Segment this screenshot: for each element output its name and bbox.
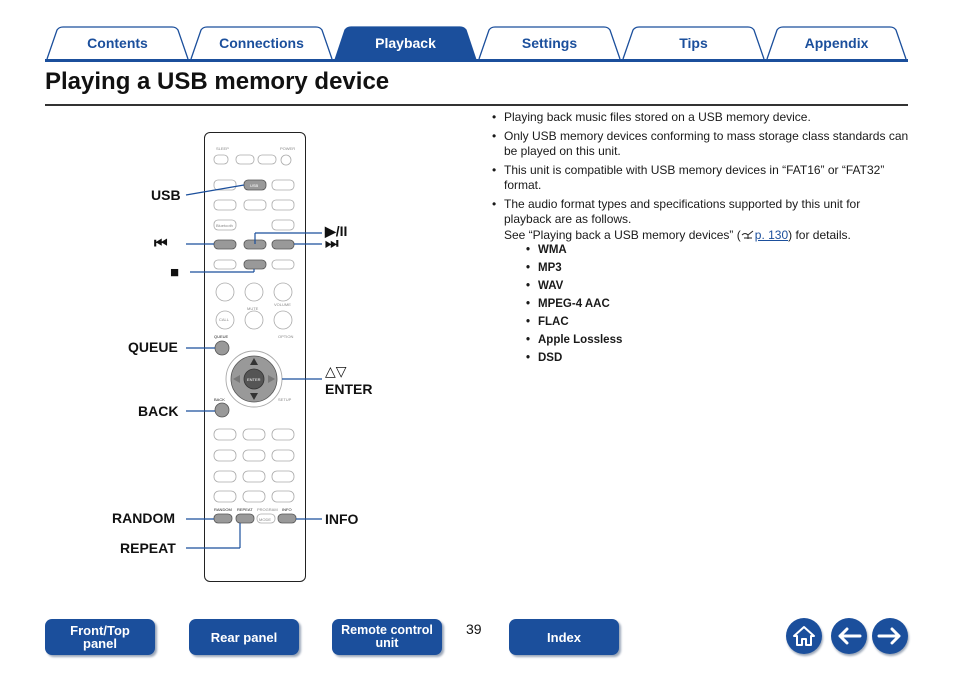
back-arrow-icon bbox=[838, 627, 862, 645]
remote-back-label: BACK bbox=[214, 397, 225, 402]
callout-usb: USB bbox=[151, 187, 181, 203]
tab-contents[interactable]: Contents bbox=[45, 26, 190, 60]
remote-random-label: RANDOM bbox=[214, 507, 232, 512]
remote-queue-label: QUEUE bbox=[214, 334, 229, 339]
rear-panel-label: Rear panel bbox=[210, 629, 278, 645]
tab-underline bbox=[45, 59, 908, 62]
page-reference-icon bbox=[741, 230, 754, 239]
remote-power-label: POWER bbox=[280, 146, 295, 151]
previous-page-button[interactable] bbox=[831, 618, 867, 654]
tab-tips[interactable]: Tips bbox=[621, 26, 766, 60]
callout-prev: ⏮ bbox=[154, 235, 168, 252]
front-top-panel-label: Front/Top panel bbox=[70, 623, 130, 651]
remote-program-label: PROGRAM bbox=[257, 507, 278, 512]
tab-appendix[interactable]: Appendix bbox=[765, 26, 908, 60]
tab-settings-label: Settings bbox=[521, 34, 578, 51]
title-divider bbox=[45, 104, 908, 106]
formats-intro: The audio format types and specification… bbox=[504, 196, 861, 227]
callout-enter: ENTER bbox=[325, 381, 373, 397]
remote-setup-label: SETUP bbox=[278, 397, 292, 402]
bullet-item: Playing back music files stored on a USB… bbox=[490, 110, 910, 126]
remote-enter-text: ENTER bbox=[247, 377, 261, 382]
callout-cursor: △▽ bbox=[325, 363, 347, 379]
callout-play-pause: ▶/II bbox=[325, 223, 348, 239]
content-column: Playing back music files stored on a USB… bbox=[490, 110, 910, 370]
remote-usb-text: USB bbox=[250, 183, 259, 188]
tab-playback-label: Playback bbox=[375, 34, 436, 51]
format-list: WMA MP3 WAV MPEG-4 AAC FLAC Apple Lossle… bbox=[504, 243, 910, 367]
remote-info-label: INFO bbox=[282, 507, 292, 512]
format-item: DSD bbox=[504, 351, 910, 367]
tab-playback[interactable]: Playback bbox=[333, 26, 478, 60]
rear-panel-button[interactable]: Rear panel bbox=[189, 619, 299, 655]
format-item: MPEG-4 AAC bbox=[504, 297, 910, 313]
page-number: 39 bbox=[466, 621, 482, 637]
callout-stop: ■ bbox=[170, 264, 180, 281]
callout-back: BACK bbox=[138, 403, 179, 419]
see-reference-post: ) for details. bbox=[788, 227, 851, 242]
forward-arrow-icon bbox=[877, 627, 901, 645]
format-item: WAV bbox=[504, 279, 910, 295]
remote-control-unit-button[interactable]: Remote control unit bbox=[332, 619, 442, 655]
callout-info: INFO bbox=[325, 511, 359, 527]
remote-drawing: SLEEP POWER USB Bluetooth bbox=[185, 146, 322, 549]
next-page-button[interactable] bbox=[872, 618, 908, 654]
callout-queue: QUEUE bbox=[128, 339, 178, 355]
bullet-item: This unit is compatible with USB memory … bbox=[490, 163, 910, 194]
bullet-item: Only USB memory devices conforming to ma… bbox=[490, 129, 910, 160]
remote-volume-label: VOLUME bbox=[274, 302, 291, 307]
remote-mode-label: MODE bbox=[259, 517, 271, 522]
remote-mute-label: MUTE bbox=[247, 306, 259, 311]
tab-tips-label: Tips bbox=[679, 34, 708, 51]
tab-connections-label: Connections bbox=[219, 34, 304, 51]
remote-sleep-label: SLEEP bbox=[216, 146, 229, 151]
tab-contents-label: Contents bbox=[87, 34, 148, 51]
front-top-panel-button[interactable]: Front/Top panel bbox=[45, 619, 155, 655]
format-item: MP3 bbox=[504, 261, 910, 277]
index-button[interactable]: Index bbox=[509, 619, 619, 655]
tab-connections[interactable]: Connections bbox=[189, 26, 334, 60]
page-title: Playing a USB memory device bbox=[45, 68, 390, 95]
bullet-list: Playing back music files stored on a USB… bbox=[490, 110, 910, 367]
remote-repeat-label: REPEAT bbox=[237, 507, 253, 512]
index-label: Index bbox=[547, 629, 581, 645]
home-icon bbox=[793, 626, 815, 646]
remote-option-label: OPTION bbox=[278, 334, 293, 339]
bullet-item-formats: The audio format types and specification… bbox=[490, 197, 910, 367]
format-item: WMA bbox=[504, 243, 910, 259]
format-item: FLAC bbox=[504, 315, 910, 331]
remote-bluetooth-label: Bluetooth bbox=[216, 223, 233, 228]
tab-settings[interactable]: Settings bbox=[477, 26, 622, 60]
callout-repeat: REPEAT bbox=[120, 540, 176, 556]
callout-random: RANDOM bbox=[112, 510, 175, 526]
callout-next: ⏭ bbox=[325, 235, 339, 252]
home-button[interactable] bbox=[786, 618, 822, 654]
remote-control-illustration: SLEEP POWER USB Bluetooth bbox=[100, 130, 400, 585]
page-130-link[interactable]: p. 130 bbox=[754, 227, 789, 242]
remote-call-label: CALL bbox=[219, 317, 230, 322]
tab-appendix-label: Appendix bbox=[804, 34, 869, 51]
format-item: Apple Lossless bbox=[504, 333, 910, 349]
remote-control-unit-label: Remote control unit bbox=[341, 623, 433, 650]
tab-bar: Contents Connections Playback Settings T… bbox=[45, 26, 908, 62]
see-reference-pre: See “Playing back a USB memory devices” … bbox=[504, 227, 741, 242]
